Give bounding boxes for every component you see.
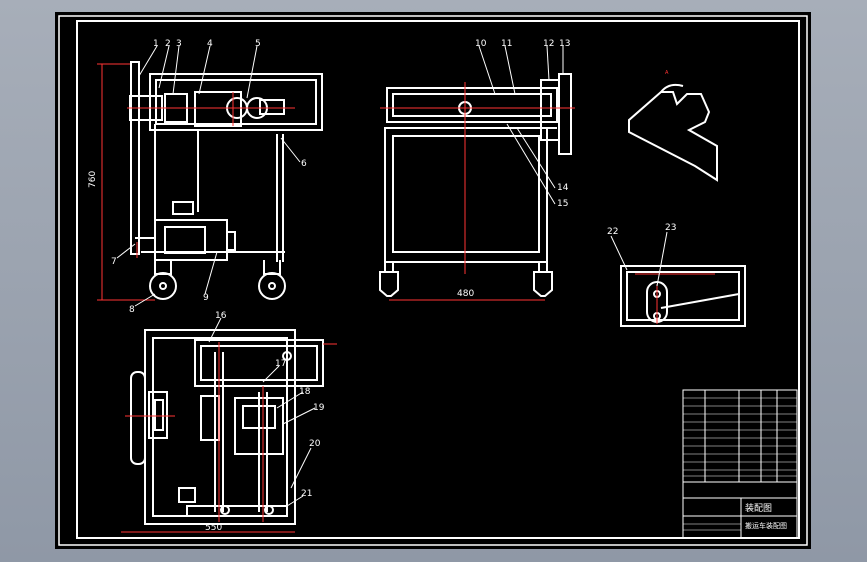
title-block-subtitle: 搬运车装配图 xyxy=(745,521,787,530)
callout-9: 9 xyxy=(203,293,209,303)
bracket-leaders xyxy=(610,231,668,287)
hook-part-mark: A xyxy=(665,70,669,76)
top-view xyxy=(130,329,324,525)
callout-19: 19 xyxy=(313,403,325,413)
front-view xyxy=(129,61,323,300)
callout-23: 23 xyxy=(665,223,676,233)
callout-17: 17 xyxy=(275,359,286,369)
callout-7: 7 xyxy=(111,257,117,267)
callout-1: 1 xyxy=(153,39,159,49)
side-view xyxy=(379,73,572,297)
front-view-leaders xyxy=(116,45,301,307)
callout-5: 5 xyxy=(255,39,261,49)
callout-4: 4 xyxy=(207,39,213,49)
title-block-title: 装配图 xyxy=(745,502,772,514)
callout-8: 8 xyxy=(129,305,135,315)
front-view-centerlines xyxy=(127,92,295,258)
callout-11: 11 xyxy=(501,39,512,49)
callout-21: 21 xyxy=(301,489,312,499)
outer-frame xyxy=(58,15,808,546)
callout-18: 18 xyxy=(299,387,311,397)
height-dimension-text: 760 xyxy=(88,171,98,188)
length-dimension-text: 550 xyxy=(205,523,222,533)
callout-15: 15 xyxy=(557,199,568,209)
callout-12: 12 xyxy=(543,39,554,49)
side-view-centerlines xyxy=(380,82,575,301)
top-view-leaders xyxy=(208,317,316,507)
callout-22: 22 xyxy=(607,227,618,237)
callout-10: 10 xyxy=(475,39,487,49)
callout-6: 6 xyxy=(301,159,307,169)
base-dimension-text: 480 xyxy=(457,289,474,299)
callout-14: 14 xyxy=(557,183,569,193)
drawing-sheet: 760 1 2 3 4 5 6 7 8 9 xyxy=(55,12,811,549)
inner-frame xyxy=(76,20,800,539)
bracket-centerlines xyxy=(635,273,715,324)
side-view-leaders xyxy=(478,45,564,205)
handwheel-plate xyxy=(130,61,140,255)
callout-20: 20 xyxy=(309,439,321,449)
callout-16: 16 xyxy=(215,311,227,321)
title-block-rows xyxy=(683,397,797,531)
assembly-drawing: 760 1 2 3 4 5 6 7 8 9 xyxy=(58,15,808,546)
top-view-centerlines xyxy=(121,342,337,533)
hook-part-isometric xyxy=(628,83,718,182)
callout-3: 3 xyxy=(176,39,182,49)
height-dimension xyxy=(97,63,155,301)
callout-2: 2 xyxy=(165,39,171,49)
bracket-part xyxy=(620,265,746,327)
callout-13: 13 xyxy=(559,39,570,49)
title-block xyxy=(682,389,798,539)
